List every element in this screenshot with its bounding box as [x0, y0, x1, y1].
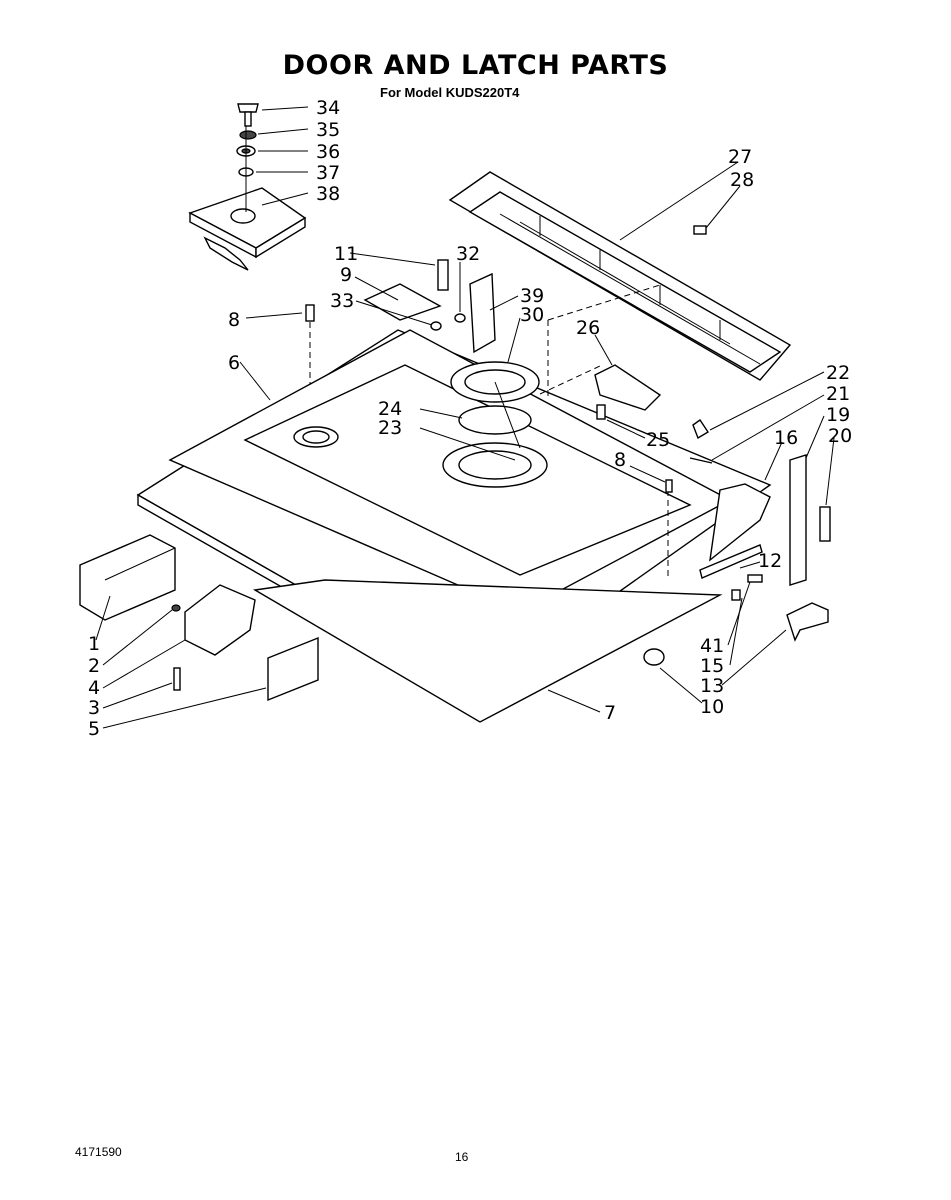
callout-19: 19 — [826, 404, 850, 426]
page-number: 16 — [455, 1150, 469, 1164]
callout-30: 30 — [520, 304, 544, 326]
latch-parts — [594, 364, 831, 666]
callout-33: 33 — [330, 290, 354, 312]
callout-27: 27 — [728, 146, 752, 168]
vent-strip — [448, 171, 792, 381]
callout-39: 39 — [520, 285, 544, 307]
dispenser-assembly — [442, 272, 661, 488]
callout-26: 26 — [576, 317, 600, 339]
document-number: 4171590 — [75, 1145, 122, 1159]
callout-24: 24 — [378, 398, 402, 420]
callout-12: 12 — [758, 550, 782, 572]
page-subtitle: For Model KUDS220T4 — [380, 85, 520, 100]
callout-38: 38 — [316, 183, 340, 205]
callout-37: 37 — [316, 162, 340, 184]
hinge-parts — [79, 259, 466, 702]
leader-lines — [95, 106, 835, 729]
callout-32: 32 — [456, 243, 480, 265]
callout-34: 34 — [316, 97, 340, 119]
callout-7: 7 — [604, 702, 616, 724]
outer-door-panel — [252, 579, 723, 723]
page-title: DOOR AND LATCH PARTS — [282, 50, 669, 81]
callout-41: 41 — [700, 635, 724, 657]
callout-10: 10 — [700, 696, 724, 718]
callout-22: 22 — [826, 362, 850, 384]
callout-9: 9 — [340, 264, 352, 286]
callout-11: 11 — [334, 243, 358, 265]
callout-6: 6 — [228, 352, 240, 374]
callout-15: 15 — [700, 655, 724, 677]
callout-25: 25 — [646, 429, 670, 451]
callout-21: 21 — [826, 383, 850, 405]
callout-23: 23 — [378, 417, 402, 439]
callout-36: 36 — [316, 141, 340, 163]
callout-labels: 34 35 36 37 38 27 28 11 32 9 33 39 30 8 … — [88, 97, 852, 740]
callout-13: 13 — [700, 675, 724, 697]
callout-4: 4 — [88, 677, 100, 699]
callout-2: 2 — [88, 655, 100, 677]
callout-8-lower: 8 — [614, 449, 626, 471]
callout-35: 35 — [316, 119, 340, 141]
callout-1: 1 — [88, 633, 100, 655]
callout-8-upper: 8 — [228, 309, 240, 331]
control-assembly — [188, 103, 307, 271]
callout-28: 28 — [730, 169, 754, 191]
callout-20: 20 — [828, 425, 852, 447]
callout-16: 16 — [774, 427, 798, 449]
callout-3: 3 — [88, 697, 100, 719]
callout-5: 5 — [88, 718, 100, 740]
